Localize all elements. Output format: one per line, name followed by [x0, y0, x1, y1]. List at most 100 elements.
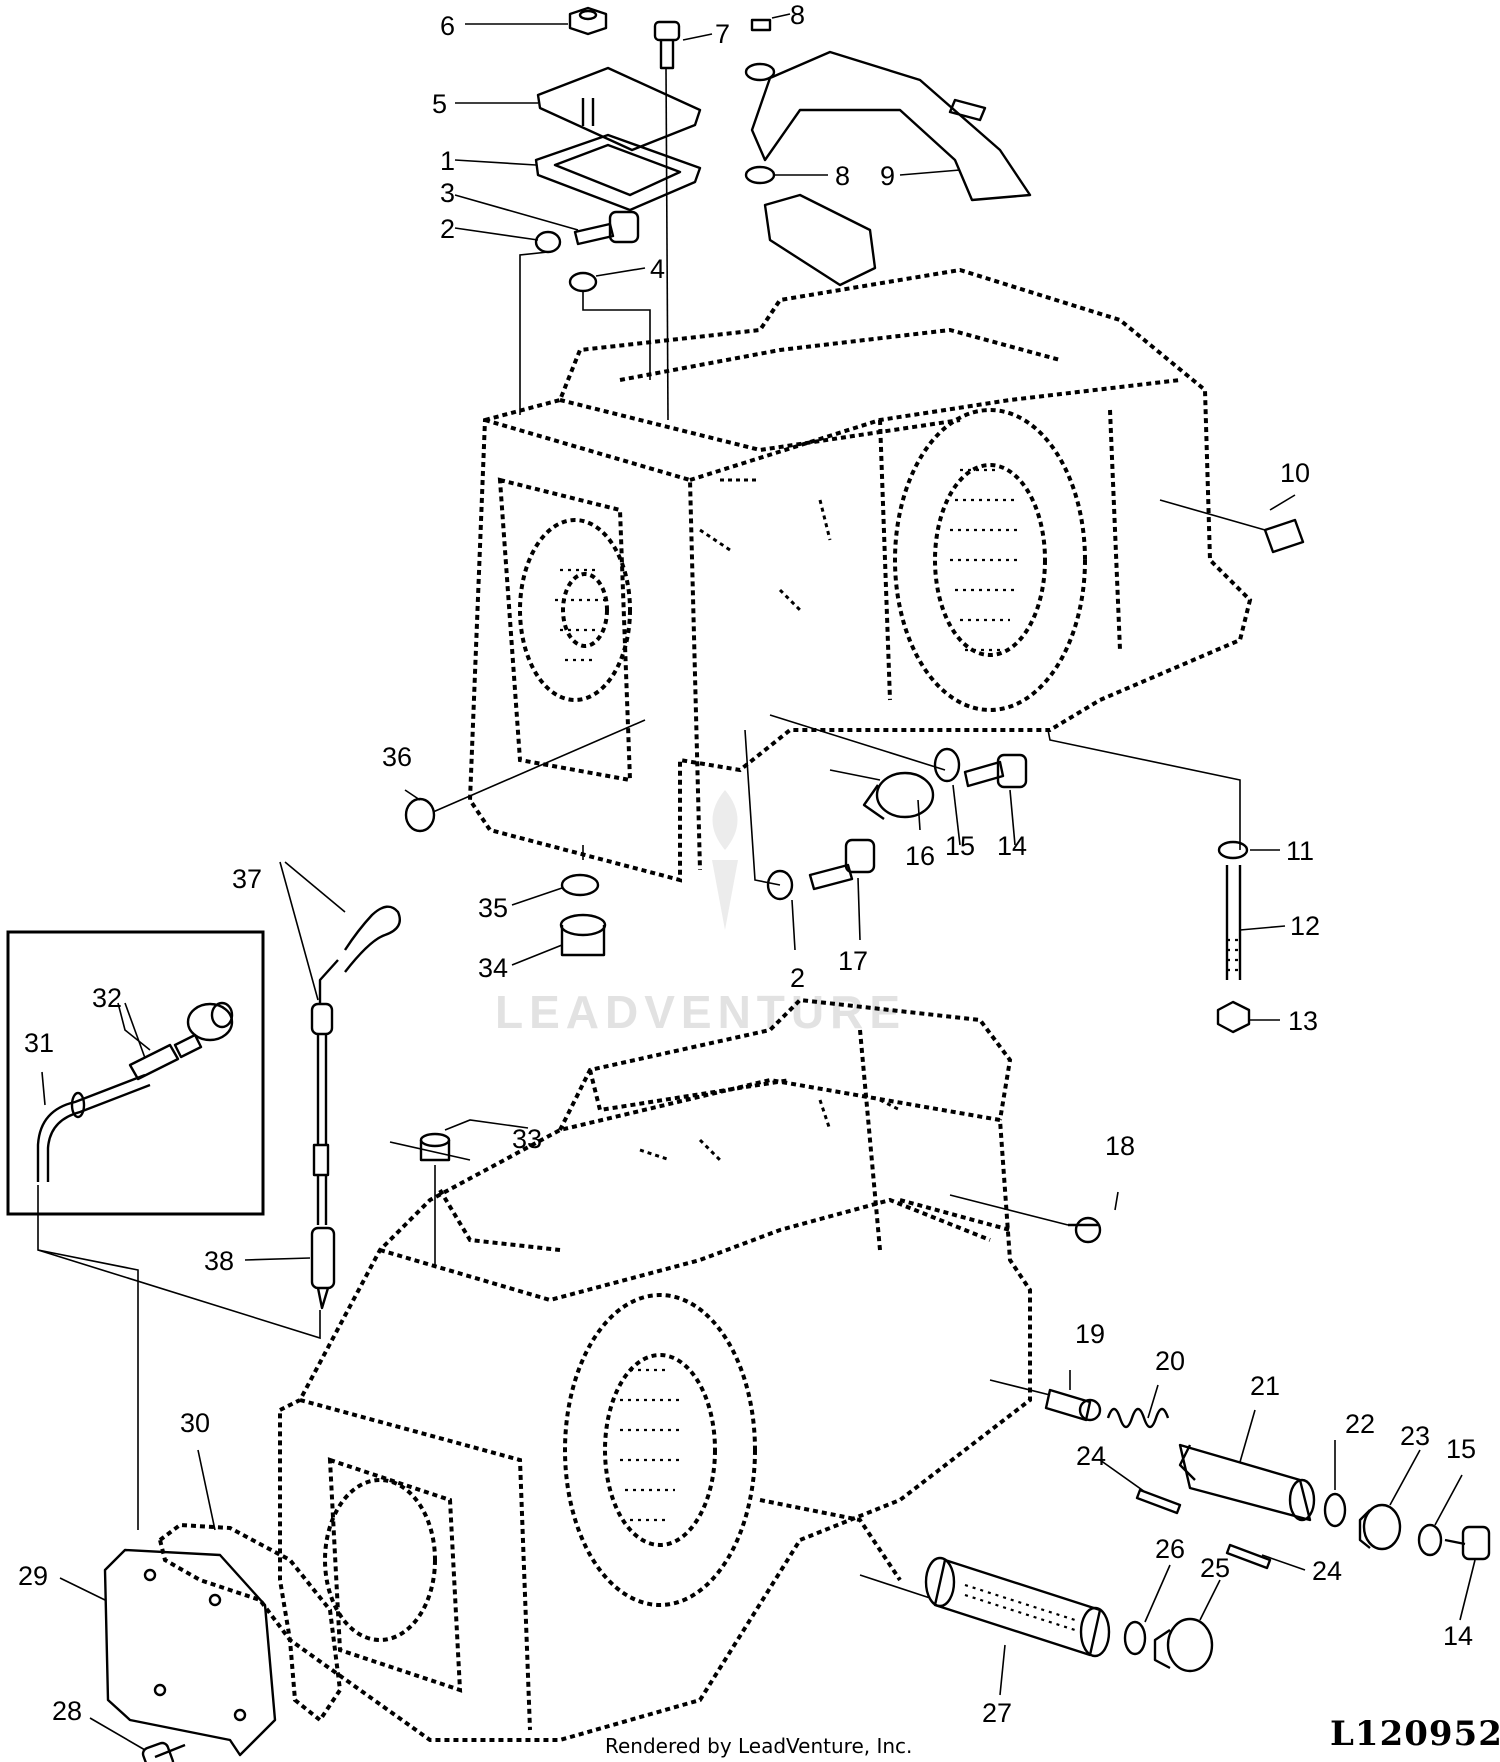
watermark-text: LEADVENTURE	[495, 986, 906, 1038]
callout-15-low: 15	[1446, 1434, 1476, 1464]
part-14-bolt	[963, 753, 1028, 789]
middle-parts	[404, 747, 1251, 1034]
part-2-washer	[534, 230, 562, 254]
part-8-washers	[744, 18, 776, 185]
callout-31: 31	[24, 1028, 54, 1058]
callout-1: 1	[440, 146, 455, 176]
callout-11: 11	[1286, 836, 1314, 866]
callout-37: 37	[232, 864, 262, 894]
part-9-shield	[750, 50, 1032, 202]
part-6-nut	[568, 6, 608, 36]
part-32-fitting	[128, 1001, 234, 1081]
part-3-bolt	[573, 210, 640, 246]
part-10-plug	[1263, 518, 1305, 554]
part-19-pin	[1044, 1388, 1102, 1422]
callout-7: 7	[715, 19, 730, 49]
callout-4: 4	[650, 254, 665, 284]
callout-9: 9	[880, 161, 895, 191]
callout-24-right: 24	[1312, 1556, 1342, 1586]
callout-30: 30	[180, 1408, 210, 1438]
callout-21: 21	[1250, 1371, 1280, 1401]
part-20-spring	[1106, 1407, 1170, 1429]
callout-36: 36	[382, 742, 412, 772]
part-23-plug	[1358, 1503, 1402, 1551]
callout-19: 19	[1075, 1319, 1105, 1349]
dipstick-assembly	[310, 905, 402, 1310]
callout-20: 20	[1155, 1346, 1185, 1376]
part-33-plug	[419, 1132, 451, 1162]
callout-27: 27	[982, 1698, 1012, 1728]
part-28-bolt	[141, 1741, 186, 1762]
part-12-stud	[1225, 865, 1242, 980]
part-35-washer	[560, 873, 600, 897]
callout-35: 35	[478, 893, 508, 923]
part-22-ring	[1323, 1492, 1347, 1528]
callout-28: 28	[52, 1696, 82, 1726]
top-parts	[534, 6, 1305, 554]
callout-6: 6	[440, 11, 455, 41]
callout-18: 18	[1105, 1131, 1135, 1161]
part-17-bolt	[808, 838, 876, 891]
bracket	[763, 193, 877, 287]
part-34-drain-plug	[559, 913, 607, 957]
callout-2-top: 2	[440, 214, 455, 244]
part-7-bolt	[653, 20, 681, 70]
callout-17: 17	[838, 946, 868, 976]
part-37-dipstick	[343, 905, 402, 973]
upper-transmission-housing	[467, 267, 1253, 883]
callout-23: 23	[1400, 1421, 1430, 1451]
callouts: 6 7 8 5 1 8 9 3 2 4 10 36 16 15 14 11 37…	[18, 0, 1476, 1728]
leader-lines	[37, 13, 1476, 1751]
callout-5: 5	[432, 89, 447, 119]
callout-3: 3	[440, 178, 455, 208]
callout-22: 22	[1345, 1409, 1375, 1439]
part-24-pin-a	[1135, 1488, 1182, 1515]
part-14-bolt-lower	[1444, 1525, 1491, 1561]
part-15-washer	[933, 747, 961, 783]
lower-parts	[103, 1132, 1491, 1762]
callout-38: 38	[204, 1246, 234, 1276]
callout-2-mid: 2	[790, 963, 805, 993]
callout-8-bottom: 8	[835, 161, 850, 191]
callout-13: 13	[1288, 1006, 1318, 1036]
callout-34: 34	[478, 953, 508, 983]
rendered-by-footer: Rendered by LeadVenture, Inc.	[605, 1734, 912, 1758]
watermark: LEADVENTURE	[495, 790, 906, 1038]
callout-14-low: 14	[1443, 1621, 1473, 1651]
part-26-ring	[1123, 1620, 1147, 1656]
callout-26: 26	[1155, 1534, 1185, 1564]
callout-12: 12	[1290, 911, 1320, 941]
callout-33: 33	[512, 1124, 542, 1154]
part-24-pin-b	[1225, 1543, 1272, 1570]
reference-code: L120952	[1330, 1714, 1500, 1754]
callout-10: 10	[1280, 458, 1310, 488]
callout-29: 29	[18, 1561, 48, 1591]
part-18-pin	[1068, 1216, 1102, 1244]
part-1-gasket	[534, 133, 702, 212]
part-29-cover	[103, 1548, 277, 1757]
part-30-gasket	[157, 1522, 343, 1723]
part-25-plug	[1153, 1617, 1214, 1673]
part-38-tube	[310, 1226, 336, 1290]
part-2-washer-lower	[766, 869, 794, 901]
part-31-tube	[36, 1073, 146, 1182]
part-5-cover-plate	[536, 66, 702, 152]
callout-24-left: 24	[1076, 1441, 1106, 1471]
part-21-valve	[1178, 1443, 1316, 1522]
part-13-nut	[1216, 1000, 1251, 1034]
callout-25: 25	[1200, 1553, 1230, 1583]
callout-16: 16	[905, 841, 935, 871]
callout-32: 32	[92, 983, 122, 1013]
part-36-snap-ring	[404, 797, 436, 833]
callout-8-top: 8	[790, 0, 805, 30]
callout-15-mid: 15	[945, 831, 975, 861]
inset-detail-box	[6, 930, 265, 1216]
lower-transmission-housing	[278, 997, 1032, 1742]
part-27-filter	[924, 1556, 1111, 1658]
part-16-plug	[862, 771, 935, 820]
part-15-washer-lower	[1417, 1523, 1443, 1557]
part-4-washer	[568, 271, 598, 293]
callout-14-mid: 14	[997, 831, 1027, 861]
part-11-washer	[1217, 840, 1249, 860]
